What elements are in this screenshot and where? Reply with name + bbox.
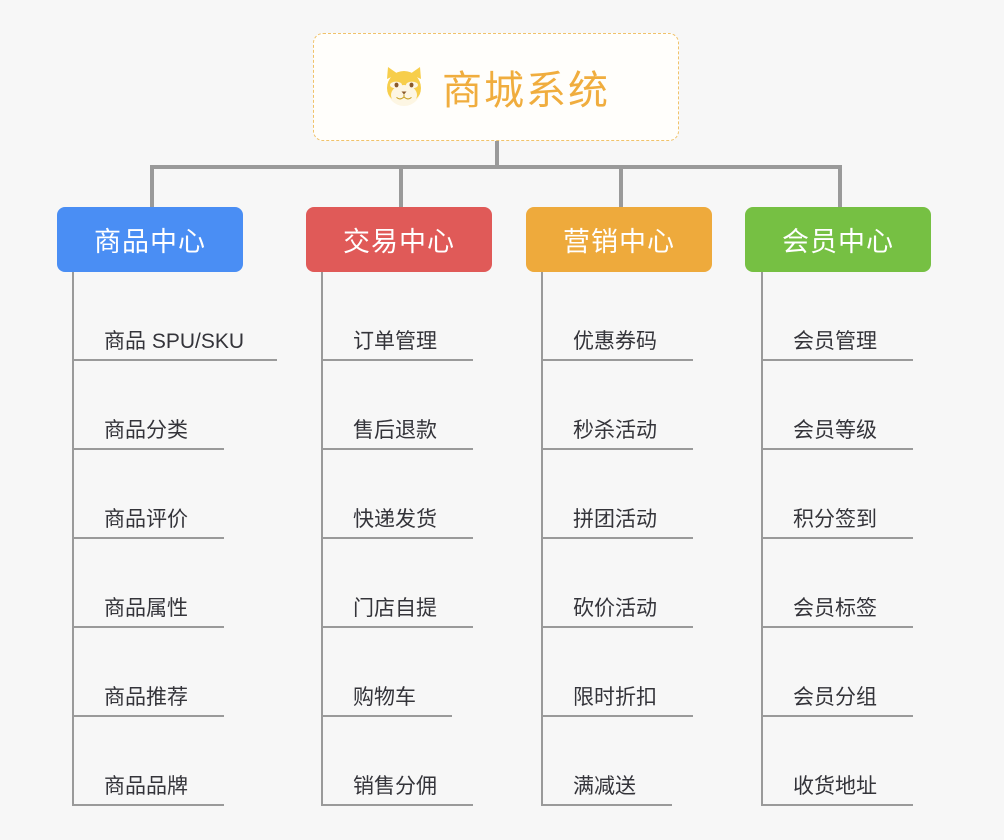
leaf-underline <box>761 537 913 539</box>
leaf-label: 会员等级 <box>793 419 877 442</box>
leaf-label: 快递发货 <box>353 508 437 531</box>
leaf-item[interactable]: 秒杀活动 <box>541 361 693 450</box>
leaf-label: 订单管理 <box>353 330 437 353</box>
root-stem-connector <box>495 141 499 168</box>
category-drop-connector <box>838 165 842 209</box>
leaf-item[interactable]: 会员分组 <box>761 628 913 717</box>
leaf-spine-connector <box>541 272 543 806</box>
category-node-2[interactable]: 交易中心 <box>306 207 492 272</box>
leaf-underline <box>761 359 913 361</box>
shiba-dog-face-icon <box>382 64 428 110</box>
leaf-label: 砍价活动 <box>573 597 657 620</box>
leaf-label: 限时折扣 <box>573 686 657 709</box>
leaf-label: 秒杀活动 <box>573 419 657 442</box>
leaf-label: 会员管理 <box>793 330 877 353</box>
leaf-item[interactable]: 会员管理 <box>761 272 913 361</box>
leaf-underline <box>321 448 473 450</box>
leaf-underline <box>541 715 693 717</box>
leaf-underline <box>321 715 452 717</box>
leaf-label: 购物车 <box>353 686 416 709</box>
leaf-label: 积分签到 <box>793 508 877 531</box>
leaf-label: 商品属性 <box>104 597 188 620</box>
leaf-item[interactable]: 售后退款 <box>321 361 473 450</box>
leaf-item[interactable]: 收货地址 <box>761 717 913 806</box>
leaf-item[interactable]: 商品评价 <box>72 450 244 539</box>
leaf-spine-connector <box>761 272 763 806</box>
leaf-label: 优惠券码 <box>573 330 657 353</box>
leaf-item[interactable]: 快递发货 <box>321 450 473 539</box>
leaf-underline <box>321 626 473 628</box>
leaf-item[interactable]: 购物车 <box>321 628 452 717</box>
leaf-underline <box>72 804 224 806</box>
leaf-item[interactable]: 商品 SPU/SKU <box>72 272 277 361</box>
category-label: 交易中心 <box>343 227 455 257</box>
leaf-item[interactable]: 优惠券码 <box>541 272 693 361</box>
category-drop-connector <box>619 165 623 209</box>
leaf-underline <box>541 537 693 539</box>
leaf-column-3: 优惠券码秒杀活动拼团活动砍价活动限时折扣满减送 <box>541 272 693 806</box>
root-title: 商城系统 <box>442 69 610 113</box>
leaf-item[interactable]: 砍价活动 <box>541 539 693 628</box>
root-node[interactable]: 商城系统 <box>313 33 679 141</box>
leaf-label: 商品推荐 <box>104 686 188 709</box>
leaf-underline <box>321 537 473 539</box>
leaf-item[interactable]: 商品属性 <box>72 539 244 628</box>
leaf-spine-connector <box>72 272 74 806</box>
category-label: 商品中心 <box>94 227 206 257</box>
leaf-column-1: 商品 SPU/SKU 商品分类商品评价商品属性商品推荐商品品牌 <box>72 272 277 806</box>
leaf-underline <box>761 626 913 628</box>
leaf-item[interactable]: 限时折扣 <box>541 628 693 717</box>
leaf-item[interactable]: 会员等级 <box>761 361 913 450</box>
leaf-item[interactable]: 商品品牌 <box>72 717 244 806</box>
leaf-label: 商品品牌 <box>104 775 188 798</box>
horizontal-bus-connector <box>150 165 838 169</box>
leaf-label: 商品分类 <box>104 419 188 442</box>
leaf-label: 售后退款 <box>353 419 437 442</box>
leaf-underline <box>321 804 473 806</box>
leaf-item[interactable]: 门店自提 <box>321 539 473 628</box>
leaf-underline <box>761 448 913 450</box>
leaf-underline <box>72 715 224 717</box>
category-drop-connector <box>150 165 154 209</box>
leaf-label: 拼团活动 <box>573 508 657 531</box>
leaf-item[interactable]: 商品推荐 <box>72 628 244 717</box>
leaf-underline <box>761 715 913 717</box>
leaf-label: 收货地址 <box>793 775 877 798</box>
category-node-3[interactable]: 营销中心 <box>526 207 712 272</box>
leaf-label: 商品评价 <box>104 508 188 531</box>
leaf-spine-connector <box>321 272 323 806</box>
leaf-item[interactable]: 拼团活动 <box>541 450 693 539</box>
leaf-item[interactable]: 满减送 <box>541 717 672 806</box>
leaf-label: 会员分组 <box>793 686 877 709</box>
leaf-item[interactable]: 订单管理 <box>321 272 473 361</box>
leaf-underline <box>541 804 672 806</box>
leaf-label: 商品 SPU/SKU <box>104 330 245 353</box>
leaf-underline <box>72 537 224 539</box>
leaf-column-4: 会员管理会员等级积分签到会员标签会员分组收货地址 <box>761 272 913 806</box>
leaf-underline <box>72 448 224 450</box>
leaf-column-2: 订单管理售后退款快递发货门店自提购物车销售分佣 <box>321 272 473 806</box>
category-drop-connector <box>399 165 403 209</box>
leaf-item[interactable]: 销售分佣 <box>321 717 473 806</box>
leaf-label: 满减送 <box>573 775 636 798</box>
leaf-underline <box>761 804 913 806</box>
category-label: 会员中心 <box>782 227 894 257</box>
leaf-label: 门店自提 <box>353 597 437 620</box>
leaf-underline <box>541 626 693 628</box>
leaf-underline <box>541 448 693 450</box>
leaf-underline <box>72 359 277 361</box>
category-node-4[interactable]: 会员中心 <box>745 207 931 272</box>
category-node-1[interactable]: 商品中心 <box>57 207 243 272</box>
leaf-underline <box>321 359 473 361</box>
leaf-underline <box>72 626 224 628</box>
leaf-item[interactable]: 商品分类 <box>72 361 244 450</box>
leaf-item[interactable]: 积分签到 <box>761 450 913 539</box>
category-label: 营销中心 <box>563 227 675 257</box>
leaf-label: 会员标签 <box>793 597 877 620</box>
leaf-label: 销售分佣 <box>353 775 437 798</box>
leaf-underline <box>541 359 693 361</box>
leaf-item[interactable]: 会员标签 <box>761 539 913 628</box>
